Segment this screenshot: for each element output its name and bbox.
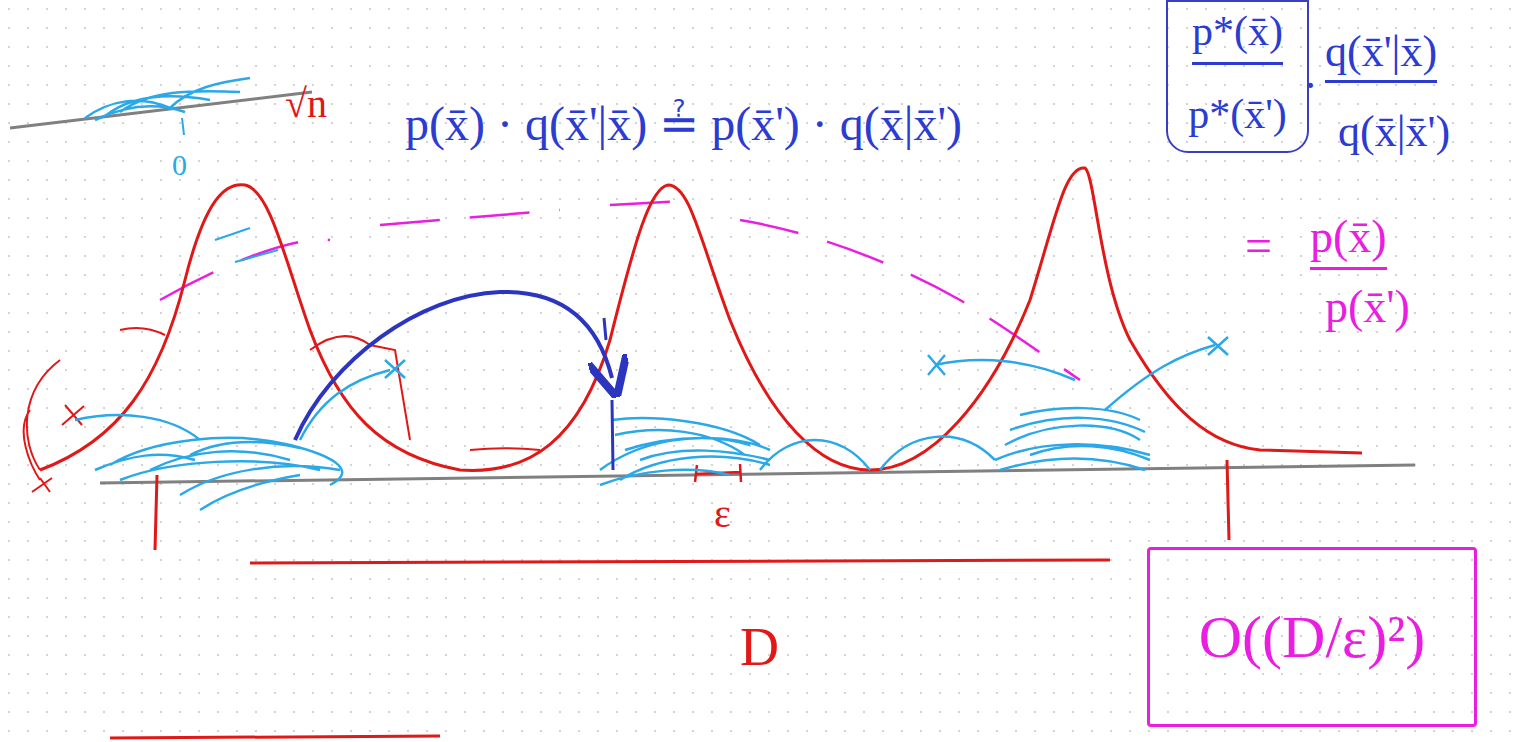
target-ratio-box: p*(x̄) p*(x̄'): [1166, 0, 1309, 153]
proposal-jump: [295, 292, 612, 440]
complexity-label: O((D/ε)²): [1199, 604, 1425, 670]
ratio-numerator: q(x̄'|x̄): [1325, 28, 1437, 83]
range-line: [250, 560, 1110, 563]
cost-box: O((D/ε)²): [1147, 547, 1477, 727]
rejected-mark: [32, 405, 84, 492]
tick: [182, 118, 184, 135]
sqrt-n-label: √n: [285, 82, 327, 126]
balance-equation: p(x̄) · q(x̄'|x̄) ≟ p(x̄') · q(x̄|x̄'): [405, 98, 962, 151]
small-samples: [85, 78, 250, 120]
ratio-denominator: q(x̄|x̄'): [1338, 108, 1450, 156]
density-height: [604, 318, 613, 470]
equals-sign: =: [1245, 220, 1272, 273]
range-tick: [155, 460, 1229, 550]
epsilon-label: ε: [714, 492, 731, 536]
ratio-numerator: p*(x̄): [1192, 8, 1283, 65]
ratio-numerator: p(x̄): [1310, 212, 1387, 270]
sample-cluster: [75, 337, 1228, 510]
product-dot: ·: [1303, 62, 1318, 110]
ratio-denominator: p(x̄'): [1325, 282, 1410, 333]
x-axis: [100, 465, 1415, 483]
scribble: [215, 228, 278, 262]
ratio-denominator: p*(x̄'): [1188, 91, 1287, 137]
range-line: [110, 736, 440, 738]
domain-length-label: D: [740, 618, 779, 677]
origin-label: 0: [172, 148, 187, 181]
